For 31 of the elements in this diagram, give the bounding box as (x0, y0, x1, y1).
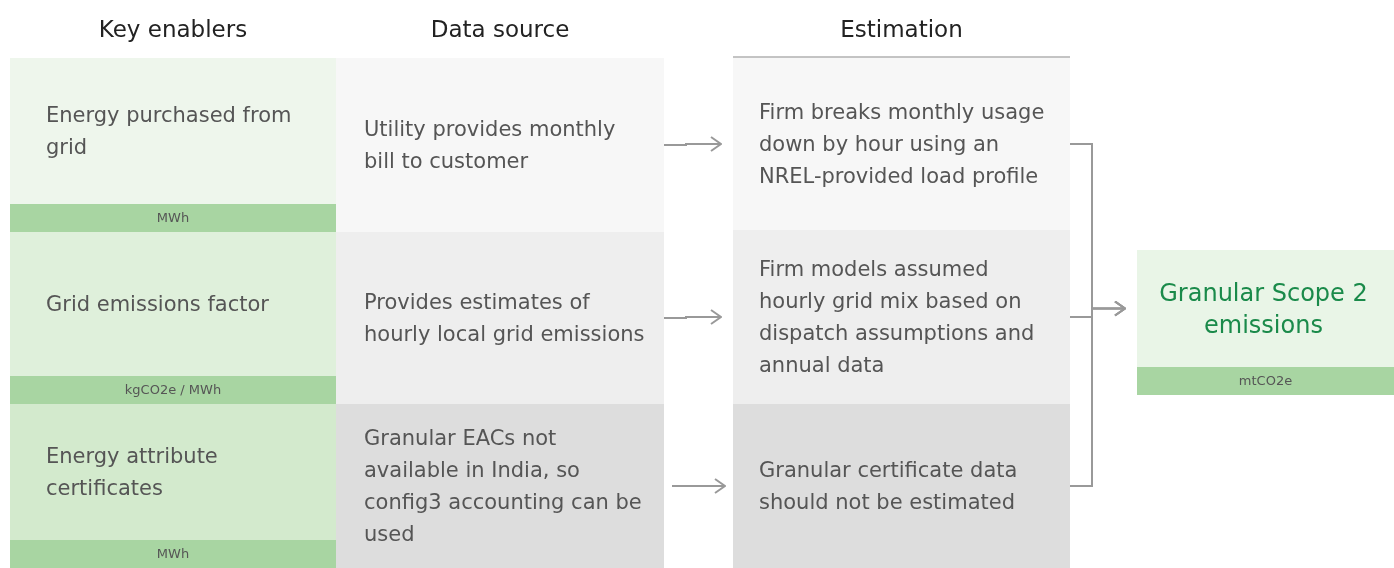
enabler-cell (10, 58, 336, 232)
result-box (1137, 250, 1394, 395)
cell-text: Energy attribute certificates (46, 443, 219, 502)
unit-band: MWh (10, 204, 336, 232)
result-label: Granular Scope 2 emissions (1158, 277, 1369, 341)
cell-text: Grid emissions factor (46, 291, 270, 318)
enabler-cell (10, 232, 336, 404)
estimation-cell (733, 404, 1070, 568)
cell-text: Granular certificate data should not be estimated (759, 457, 1019, 516)
cell-text: Firm breaks monthly usage down by hour using an NREL-provided load profile (759, 99, 1046, 190)
cell-text: Provides estimates of hourly local grid emissions (364, 289, 646, 348)
enabler-cell (10, 404, 336, 568)
arrow (1069, 300, 1126, 487)
estimation-cell (733, 58, 1070, 230)
unit-band: kgCO2e / MWh (10, 376, 336, 404)
cell-text: Granular EACs not available in India, so config3 accounting can be used (364, 425, 643, 548)
source-cell (336, 58, 664, 232)
source-cell (336, 232, 664, 404)
arrow (663, 309, 722, 325)
arrow (671, 478, 726, 494)
column-heading: Key enablers (97, 15, 249, 44)
arrow (663, 136, 722, 152)
column-heading: Data source (429, 15, 571, 44)
source-cell (336, 404, 664, 568)
column-heading: Estimation (839, 15, 964, 44)
estimation-cell (733, 230, 1070, 404)
cell-text: Firm models assumed hourly grid mix based on dispatch assumptions and annual data (759, 256, 1036, 379)
cell-text: Energy purchased from grid (46, 102, 293, 161)
unit-band: mtCO2e (1137, 367, 1394, 395)
unit-band: MWh (10, 540, 336, 568)
cell-text: Utility provides monthly bill to customer (364, 116, 617, 175)
